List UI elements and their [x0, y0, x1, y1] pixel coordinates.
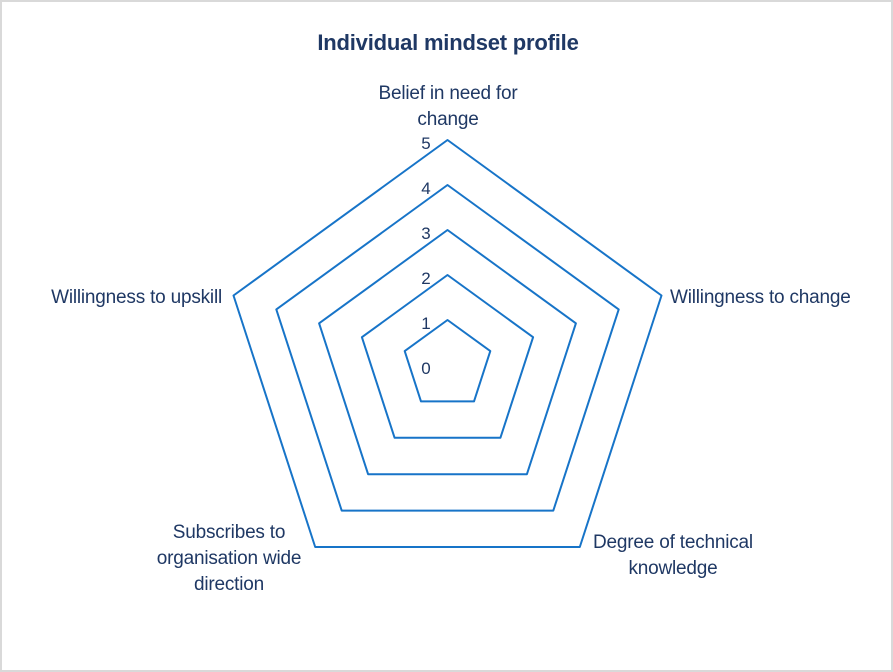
radial-tick-label-0: 0: [421, 359, 431, 378]
axis-label-degree-of-technical-knowledge: Degree of technical knowledge: [593, 532, 753, 579]
axis-label-willingness-to-upskill: Willingness to upskill: [51, 287, 222, 308]
axis-label-willingness-to-change: Willingness to change: [670, 287, 851, 308]
radial-tick-label-2: 2: [421, 269, 431, 288]
radial-tick-label-3: 3: [421, 224, 431, 243]
radial-tick-label-4: 4: [421, 179, 431, 198]
gridline-pentagon-level-2: [360, 274, 535, 439]
axis-label-subscribes-to-organisation-wide-direction: Subscribes to organisation wide directio…: [156, 522, 302, 595]
radial-tick-label-5: 5: [421, 134, 431, 153]
chart-title: Individual mindset profile: [317, 30, 579, 55]
axis-label-belief-in-need-for-change: Belief in need for change: [378, 83, 518, 130]
gridline-pentagon-level-3: [318, 229, 577, 476]
gridline-pentagon-level-5: [232, 139, 663, 548]
gridline-pentagon-level-4: [275, 184, 620, 512]
radial-tick-label-1: 1: [421, 314, 431, 333]
gridline-pentagon-level-1: [403, 319, 492, 403]
